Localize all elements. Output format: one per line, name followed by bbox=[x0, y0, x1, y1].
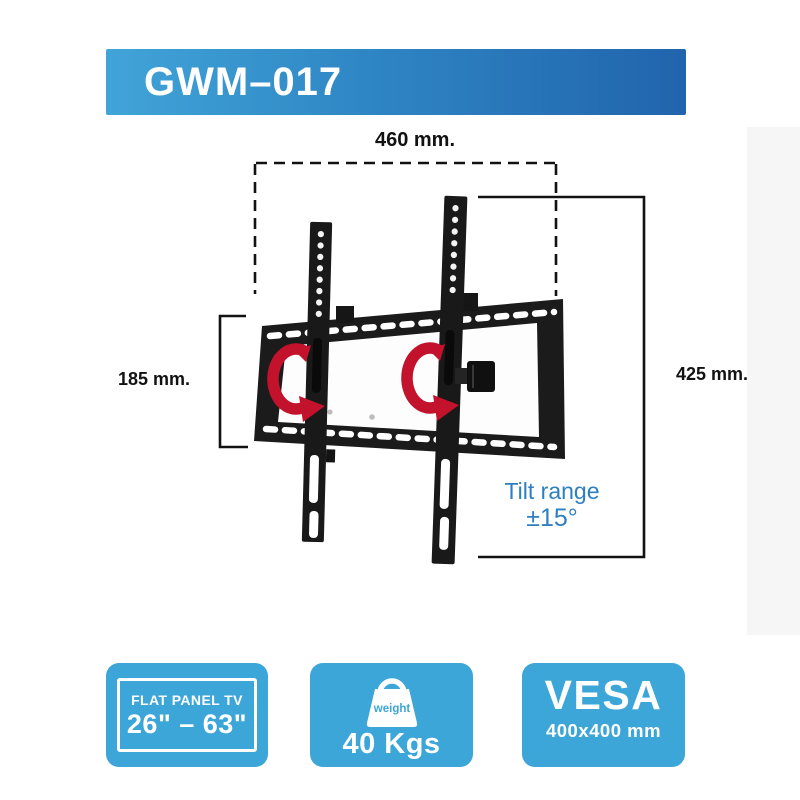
weight-bag-icon: weight bbox=[366, 678, 417, 727]
tilt-knob bbox=[455, 361, 495, 392]
right-height-dimension-label: 425 mm. bbox=[675, 364, 749, 384]
flat-panel-label: FLAT PANEL TV bbox=[131, 692, 243, 708]
tilt-arrow-icon bbox=[401, 342, 459, 421]
photo-edge-shade bbox=[747, 127, 800, 635]
dimension-line-right-height bbox=[478, 195, 646, 559]
model-number: GWM–017 bbox=[144, 60, 343, 104]
product-photo bbox=[218, 127, 800, 635]
tilt-range-text: Tilt range bbox=[504, 478, 600, 504]
vesa-pattern: 400x400 mm bbox=[545, 720, 662, 741]
screen-size-range: 26" – 63" bbox=[126, 709, 248, 739]
tilt-range-value: ±15° bbox=[526, 504, 578, 533]
vesa-arm-left bbox=[301, 221, 336, 543]
model-banner: GWM–017 bbox=[106, 49, 686, 115]
mount-hook bbox=[336, 306, 354, 323]
vesa-arm-right bbox=[431, 195, 468, 565]
width-dimension-label: 460 mm. bbox=[374, 129, 456, 151]
dimension-line-width bbox=[253, 161, 558, 296]
left-height-dimension-label: 185 mm. bbox=[117, 369, 191, 389]
vesa-badge: VESA 400x400 mm bbox=[522, 663, 685, 767]
flat-panel-inner-frame: FLAT PANEL TV 26" – 63" bbox=[117, 678, 257, 752]
tilt-range-label: Tilt range ±15° bbox=[476, 478, 628, 533]
tilt-arrow-icon bbox=[267, 343, 325, 422]
flat-panel-tv-badge: FLAT PANEL TV 26" – 63" bbox=[106, 663, 268, 767]
dimension-line-left-height bbox=[218, 314, 248, 449]
max-weight-badge: weight 40 Kgs bbox=[310, 663, 473, 767]
weight-icon-label: weight bbox=[372, 703, 410, 715]
max-weight-value: 40 Kgs bbox=[342, 728, 441, 760]
vesa-title: VESA bbox=[544, 672, 663, 718]
